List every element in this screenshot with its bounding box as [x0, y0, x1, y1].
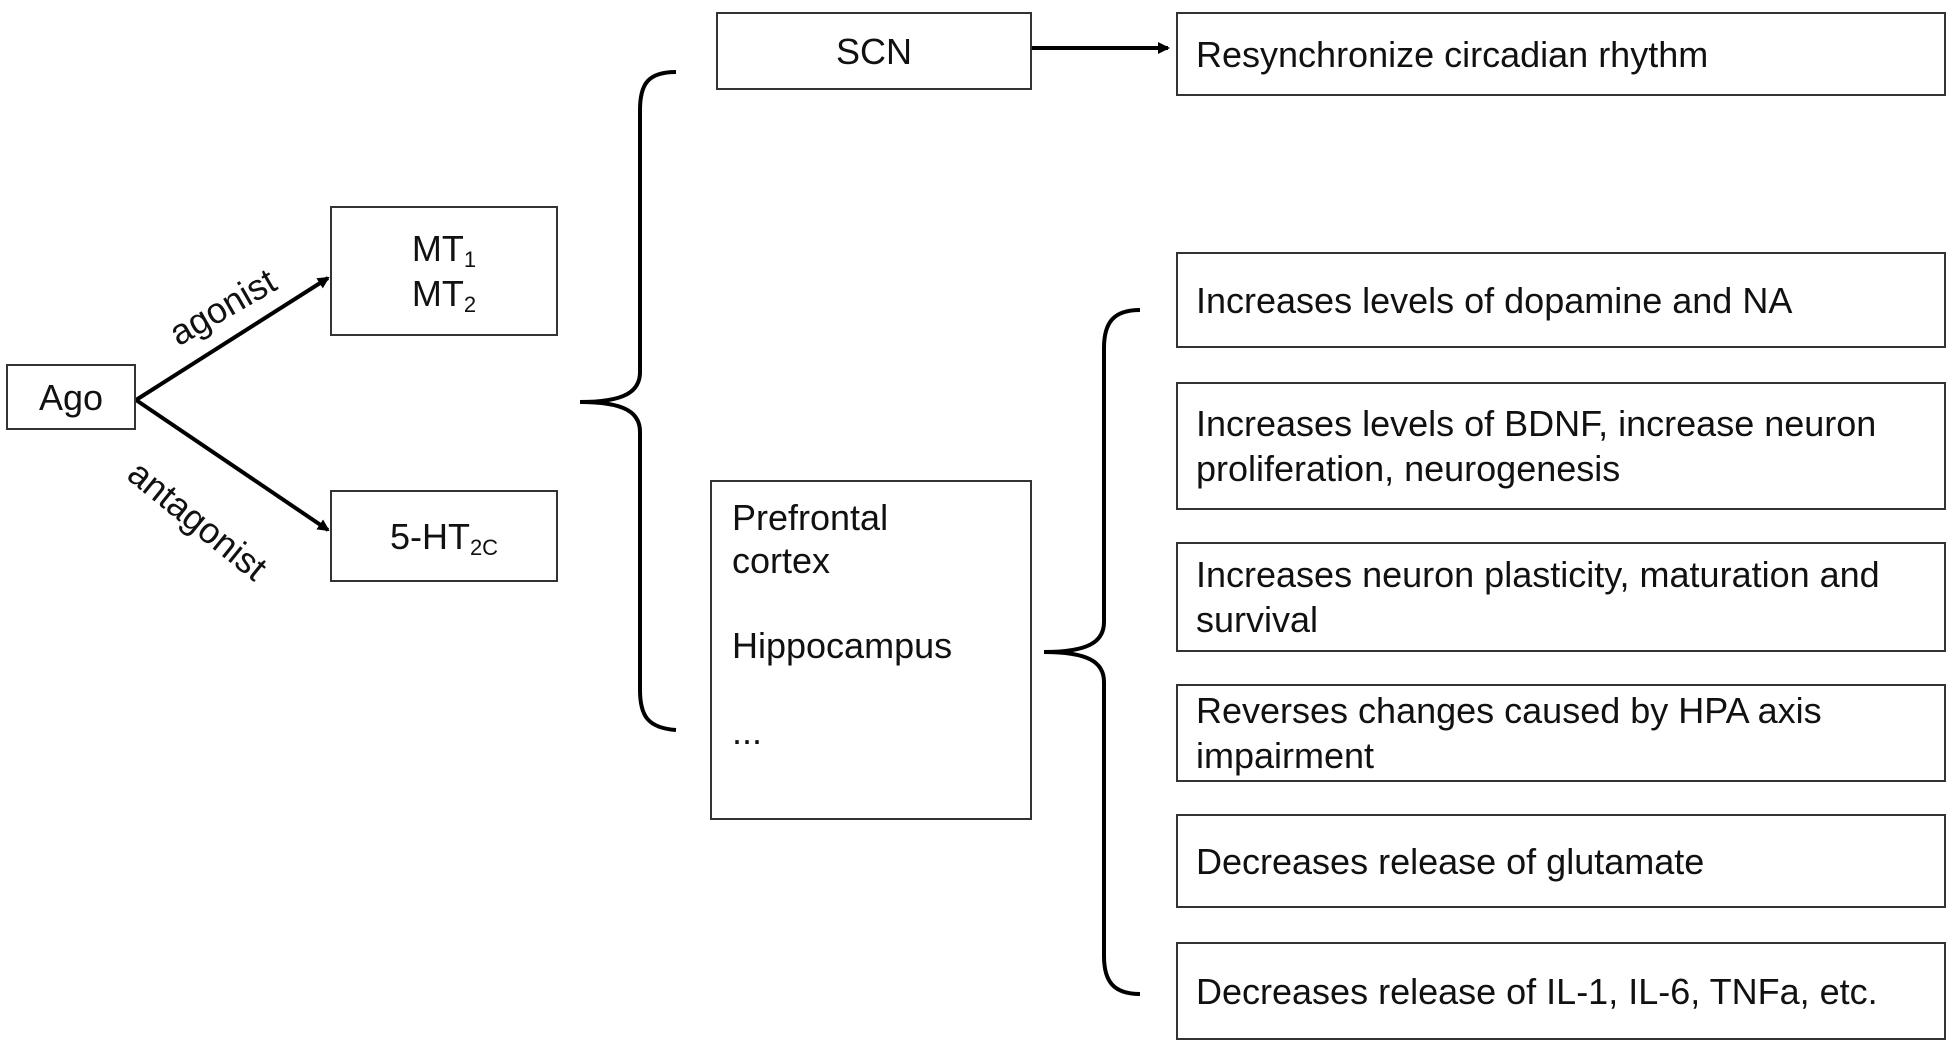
- hippocampus-label: Hippocampus: [732, 625, 953, 667]
- effect-text: Increases levels of BDNF, increase neuro…: [1196, 403, 1877, 489]
- region-brace: [579, 70, 677, 732]
- scn-label: SCN: [835, 30, 912, 72]
- ellipsis-label: ...: [732, 710, 763, 752]
- effect-box: Decreases release of IL-1, IL-6, TNFa, e…: [1176, 942, 1946, 1040]
- scn-effect-box: Resynchronize circadian rhythm: [1176, 12, 1946, 96]
- effect-text: Decreases release of glutamate: [1196, 840, 1705, 882]
- agonist-arrow: [134, 276, 330, 402]
- effect-text: Increases levels of dopamine and NA: [1196, 279, 1793, 321]
- prefrontal-label-line2: cortex: [732, 540, 831, 582]
- 5ht2c-label: 5-HT2C: [389, 515, 499, 560]
- ago-node: Ago: [6, 364, 136, 430]
- scn-node: SCN: [716, 12, 1032, 90]
- effect-box: Reverses changes caused by HPA axis impa…: [1176, 684, 1946, 782]
- scn-effect-text: Resynchronize circadian rhythm: [1196, 33, 1709, 75]
- effect-text: Increases neuron plasticity, maturation …: [1196, 554, 1880, 640]
- antagonist-arrow: [134, 398, 330, 532]
- effect-box: Decreases release of glutamate: [1176, 814, 1946, 908]
- prefrontal-label-line1: Prefrontal: [732, 497, 889, 538]
- effect-text: Reverses changes caused by HPA axis impa…: [1196, 690, 1822, 776]
- brain-regions-node: Prefrontal cortex Hippocampus ...: [710, 480, 1032, 820]
- effect-box: Increases levels of BDNF, increase neuro…: [1176, 382, 1946, 510]
- effect-text: Decreases release of IL-1, IL-6, TNFa, e…: [1196, 970, 1878, 1012]
- mt-receptor-node: MT1 MT2: [330, 206, 558, 336]
- ago-label: Ago: [38, 376, 104, 418]
- effect-box: Increases levels of dopamine and NA: [1176, 252, 1946, 348]
- effect-brace: [1043, 308, 1141, 996]
- effect-box: Increases neuron plasticity, maturation …: [1176, 542, 1946, 652]
- mt1-label: MT1: [411, 228, 477, 272]
- mt2-label: MT2: [411, 273, 477, 317]
- 5ht2c-receptor-node: 5-HT2C: [330, 490, 558, 582]
